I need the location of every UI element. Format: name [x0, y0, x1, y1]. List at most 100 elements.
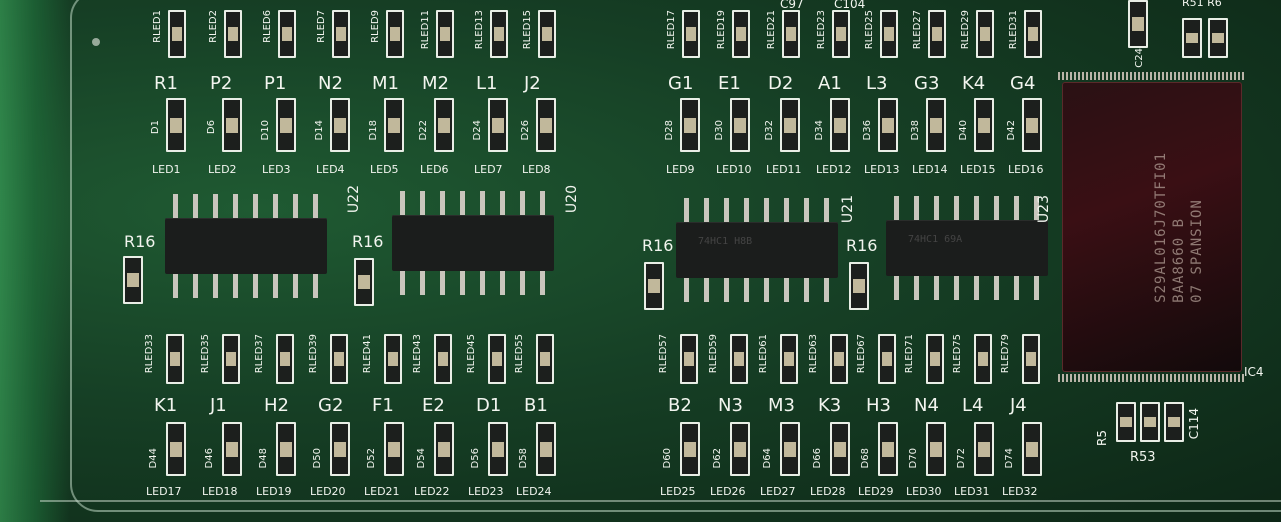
top-pin-label: G3 — [914, 73, 940, 94]
bottom-rled-part — [830, 334, 848, 384]
label-c97: C97 — [780, 0, 804, 11]
top-d-label: D24 — [472, 120, 483, 141]
bottom-led-label: LED20 — [310, 485, 346, 498]
top-led-label: LED16 — [1008, 163, 1044, 176]
top-led-label: LED1 — [152, 163, 181, 176]
label-r16-b: R16 — [352, 232, 384, 251]
top-rled-part — [732, 10, 750, 58]
top-led-part — [780, 98, 800, 152]
top-led-label: LED6 — [420, 163, 449, 176]
bottom-pin-label: H2 — [264, 395, 289, 416]
bottom-rled-label: RLED33 — [144, 334, 155, 374]
bottom-d-label: D52 — [366, 448, 377, 469]
top-rled-label: RLED11 — [420, 10, 431, 50]
capacitor-c24 — [1128, 0, 1148, 48]
label-u21: U21 — [840, 195, 856, 224]
top-rled-label: RLED9 — [370, 10, 381, 43]
top-pin-label: M1 — [372, 73, 399, 94]
label-r53: R53 — [1130, 450, 1156, 465]
bottom-d-label: D44 — [148, 448, 159, 469]
bottom-pin-label: G2 — [318, 395, 344, 416]
top-d-label: D40 — [958, 120, 969, 141]
top-d-label: D38 — [910, 120, 921, 141]
bottom-led-label: LED32 — [1002, 485, 1038, 498]
bottom-pin-label: K3 — [818, 395, 842, 416]
bottom-rled-part — [222, 334, 240, 384]
label-r16-d: R16 — [846, 236, 878, 255]
bottom-led-part — [1022, 422, 1042, 476]
top-rled-part — [1024, 10, 1042, 58]
top-rled-label: RLED19 — [716, 10, 727, 50]
top-rled-part — [928, 10, 946, 58]
top-d-label: D26 — [520, 120, 531, 141]
bottom-led-label: LED19 — [256, 485, 292, 498]
label-r51-r6: R51 R6 — [1182, 0, 1222, 9]
top-pin-label: R1 — [154, 73, 178, 94]
top-rled-label: RLED6 — [262, 10, 273, 43]
bottom-rled-label: RLED43 — [412, 334, 423, 374]
bottom-d-label: D70 — [908, 448, 919, 469]
bottom-d-label: D54 — [416, 448, 427, 469]
label-c24: C24 — [1134, 48, 1145, 68]
bottom-rled-part — [276, 334, 294, 384]
top-rled-label: RLED31 — [1008, 10, 1019, 50]
chip-u20 — [392, 191, 554, 295]
via-dot — [92, 38, 100, 46]
top-led-part — [1022, 98, 1042, 152]
top-led-part — [680, 98, 700, 152]
top-led-part — [730, 98, 750, 152]
top-pin-label: E1 — [718, 73, 741, 94]
top-rled-part — [278, 10, 296, 58]
bottom-rled-label: RLED35 — [200, 334, 211, 374]
bottom-led-label: LED17 — [146, 485, 182, 498]
top-rled-part — [224, 10, 242, 58]
bottom-d-label: D48 — [258, 448, 269, 469]
chip-u22 — [165, 194, 327, 298]
top-rled-label: RLED29 — [960, 10, 971, 50]
bottom-pin-label: N3 — [718, 395, 743, 416]
top-pin-label: G4 — [1010, 73, 1036, 94]
top-led-part — [384, 98, 404, 152]
bottom-led-part — [680, 422, 700, 476]
label-u23: U23 — [1036, 195, 1052, 224]
ic4-flash-chip: S29AL016J70TFI01 BAA8660 B 07 SPANSION — [1058, 72, 1246, 382]
top-d-label: D6 — [206, 120, 217, 135]
bottom-d-label: D68 — [860, 448, 871, 469]
bottom-rled-label: RLED37 — [254, 334, 265, 374]
resistor-r6 — [1208, 18, 1228, 58]
top-led-label: LED5 — [370, 163, 399, 176]
bottom-rled-part — [974, 334, 992, 384]
top-rled-part — [682, 10, 700, 58]
bottom-led-label: LED18 — [202, 485, 238, 498]
top-rled-part — [538, 10, 556, 58]
bottom-led-label: LED29 — [858, 485, 894, 498]
bottom-rled-part — [434, 334, 452, 384]
bottom-d-label: D58 — [518, 448, 529, 469]
top-led-label: LED2 — [208, 163, 237, 176]
bottom-pin-label: M3 — [768, 395, 795, 416]
top-rled-label: RLED27 — [912, 10, 923, 50]
top-d-label: D18 — [368, 120, 379, 141]
top-led-label: LED12 — [816, 163, 852, 176]
top-rled-label: RLED25 — [864, 10, 875, 50]
bottom-led-part — [488, 422, 508, 476]
bottom-pin-label: D1 — [476, 395, 502, 416]
top-led-part — [330, 98, 350, 152]
label-c104: C104 — [834, 0, 866, 11]
bottom-rled-label: RLED59 — [708, 334, 719, 374]
top-rled-part — [168, 10, 186, 58]
top-pin-label: J2 — [524, 73, 541, 94]
top-rled-label: RLED15 — [522, 10, 533, 50]
bottom-rled-label: RLED41 — [362, 334, 373, 374]
top-pin-label: L1 — [476, 73, 498, 94]
bottom-led-label: LED23 — [468, 485, 504, 498]
u21-marking: 74HC1 H8B — [698, 236, 753, 247]
top-led-part — [878, 98, 898, 152]
top-pin-label: M2 — [422, 73, 449, 94]
top-rled-part — [782, 10, 800, 58]
bottom-led-label: LED27 — [760, 485, 796, 498]
bottom-led-part — [276, 422, 296, 476]
label-u20: U20 — [564, 185, 580, 214]
bottom-led-part — [222, 422, 242, 476]
